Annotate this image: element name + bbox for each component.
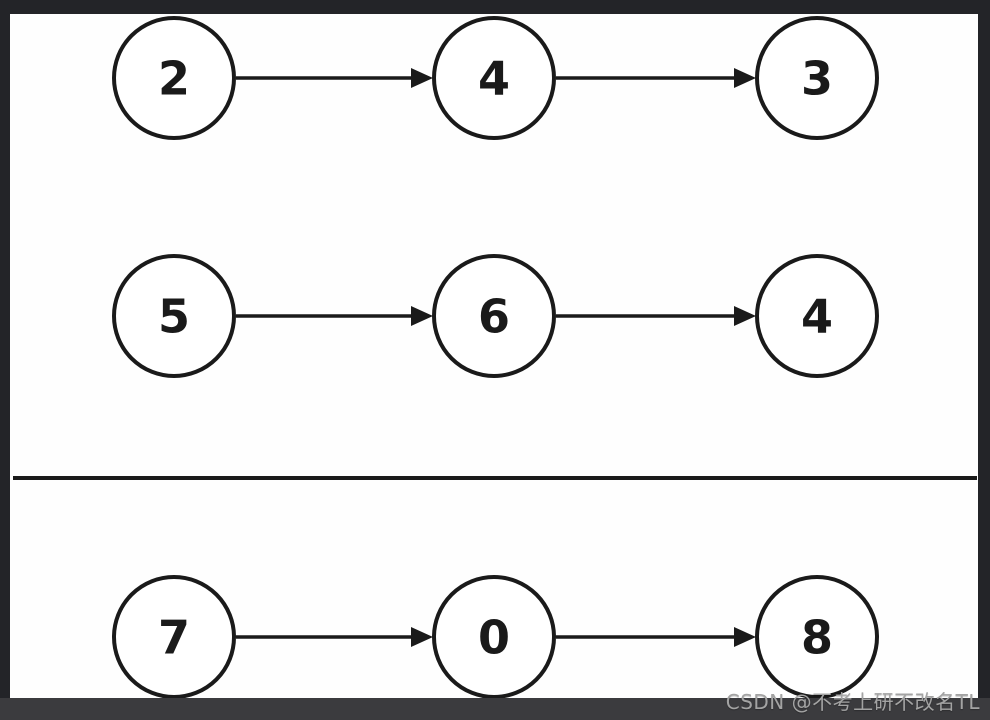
arrow-head: [734, 68, 756, 88]
arrow-head: [734, 306, 756, 326]
node-circle: [432, 254, 556, 378]
linked-list-2: 5 6 4: [112, 254, 879, 378]
frame-bar-left: [0, 0, 10, 720]
node-value: 2: [158, 52, 190, 106]
node-value: 3: [801, 52, 833, 106]
node-circle: [432, 16, 556, 140]
node-circle: [755, 254, 879, 378]
node-circle: [755, 16, 879, 140]
node-value: 7: [158, 611, 190, 665]
node-value: 6: [478, 290, 510, 344]
node-circle: [755, 575, 879, 699]
node-value: 4: [801, 290, 833, 344]
frame-bar-bottom: [0, 698, 990, 720]
linked-list-3: 7 0 8: [112, 575, 879, 699]
arrow-head: [411, 306, 433, 326]
arrow-head: [734, 627, 756, 647]
list-node: 4: [755, 254, 879, 378]
list-node: 3: [755, 16, 879, 140]
arrow-head: [411, 68, 433, 88]
frame-bar-top: [0, 0, 990, 14]
list-node: 8: [755, 575, 879, 699]
linked-list-1: 2 4 3: [112, 16, 879, 140]
node-value: 0: [478, 611, 510, 665]
list-node: 4: [432, 16, 556, 140]
node-circle: [432, 575, 556, 699]
node-circle: [112, 254, 236, 378]
arrow-head: [411, 627, 433, 647]
list-node: 5: [112, 254, 236, 378]
node-value: 8: [801, 611, 833, 665]
csdn-watermark: CSDN @不考上研不改名TL: [725, 690, 980, 714]
list-node: 0: [432, 575, 556, 699]
list-node: 6: [432, 254, 556, 378]
node-value: 5: [158, 290, 190, 344]
node-value: 4: [478, 52, 510, 106]
node-circle: [112, 16, 236, 140]
frame-bar-right: [978, 0, 990, 720]
node-circle: [112, 575, 236, 699]
list-node: 2: [112, 16, 236, 140]
list-node: 7: [112, 575, 236, 699]
